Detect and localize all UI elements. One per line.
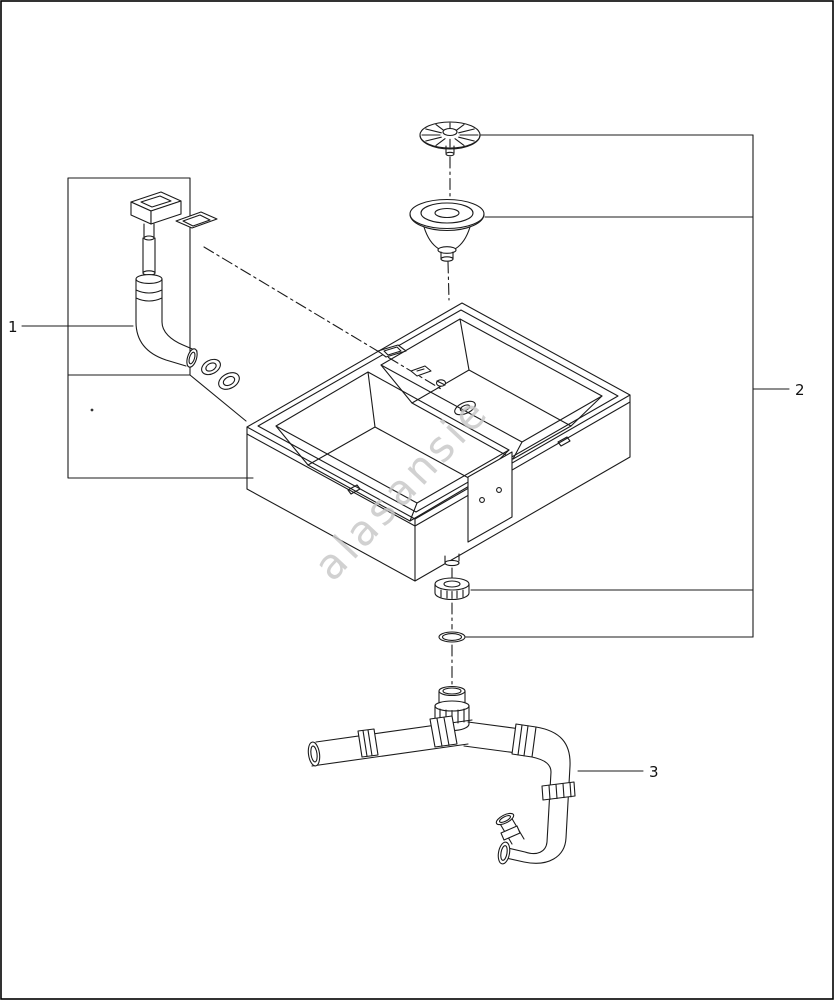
trap-assembly	[307, 685, 576, 865]
overflow-washer	[218, 372, 240, 390]
part1-outline-box	[67, 177, 254, 479]
callout-2: 2	[795, 381, 805, 399]
overflow-screw	[435, 379, 447, 387]
sink-clip	[347, 436, 571, 495]
overflow-hole-frame	[377, 344, 407, 358]
callout-3: 3	[577, 763, 659, 781]
trap-bottom-elbow	[497, 837, 567, 865]
callout-1: 1	[8, 318, 134, 336]
overflow-hole-plate	[410, 365, 432, 377]
sink-drain-hole	[454, 400, 476, 416]
callout-3-label: 3	[649, 763, 659, 781]
sink-mounting-plate	[467, 451, 513, 543]
part2-bracket	[465, 134, 790, 638]
trap-union-nut-right	[511, 723, 537, 758]
strainer-assembly-axis	[447, 156, 453, 687]
trap-branch-nipple	[495, 812, 525, 845]
strainer-body	[409, 198, 485, 262]
sink-drain-stub	[444, 553, 460, 567]
drain-gasket-ring	[438, 631, 466, 643]
overflow-nut	[201, 358, 221, 376]
overflow-pipe	[135, 237, 163, 323]
stray-dot	[90, 408, 94, 412]
trap-union-nut-large	[429, 715, 458, 748]
overflow-cover-gasket	[175, 211, 218, 229]
trap-vertical-nut	[541, 781, 576, 801]
callout-1-label: 1	[8, 318, 18, 336]
trap-left-pipe	[307, 719, 473, 767]
overflow-elbow	[135, 321, 198, 368]
trap-elbow-down	[531, 726, 571, 843]
strainer-locknut	[434, 577, 470, 601]
overflow-cover	[130, 191, 182, 241]
strainer-cap	[419, 121, 481, 157]
sink-right-bowl	[380, 318, 603, 460]
sink	[246, 302, 631, 582]
part1-assembly-axis	[203, 246, 442, 390]
trap-union-nut-left	[357, 728, 379, 758]
callout-2-label: 2	[795, 381, 805, 399]
